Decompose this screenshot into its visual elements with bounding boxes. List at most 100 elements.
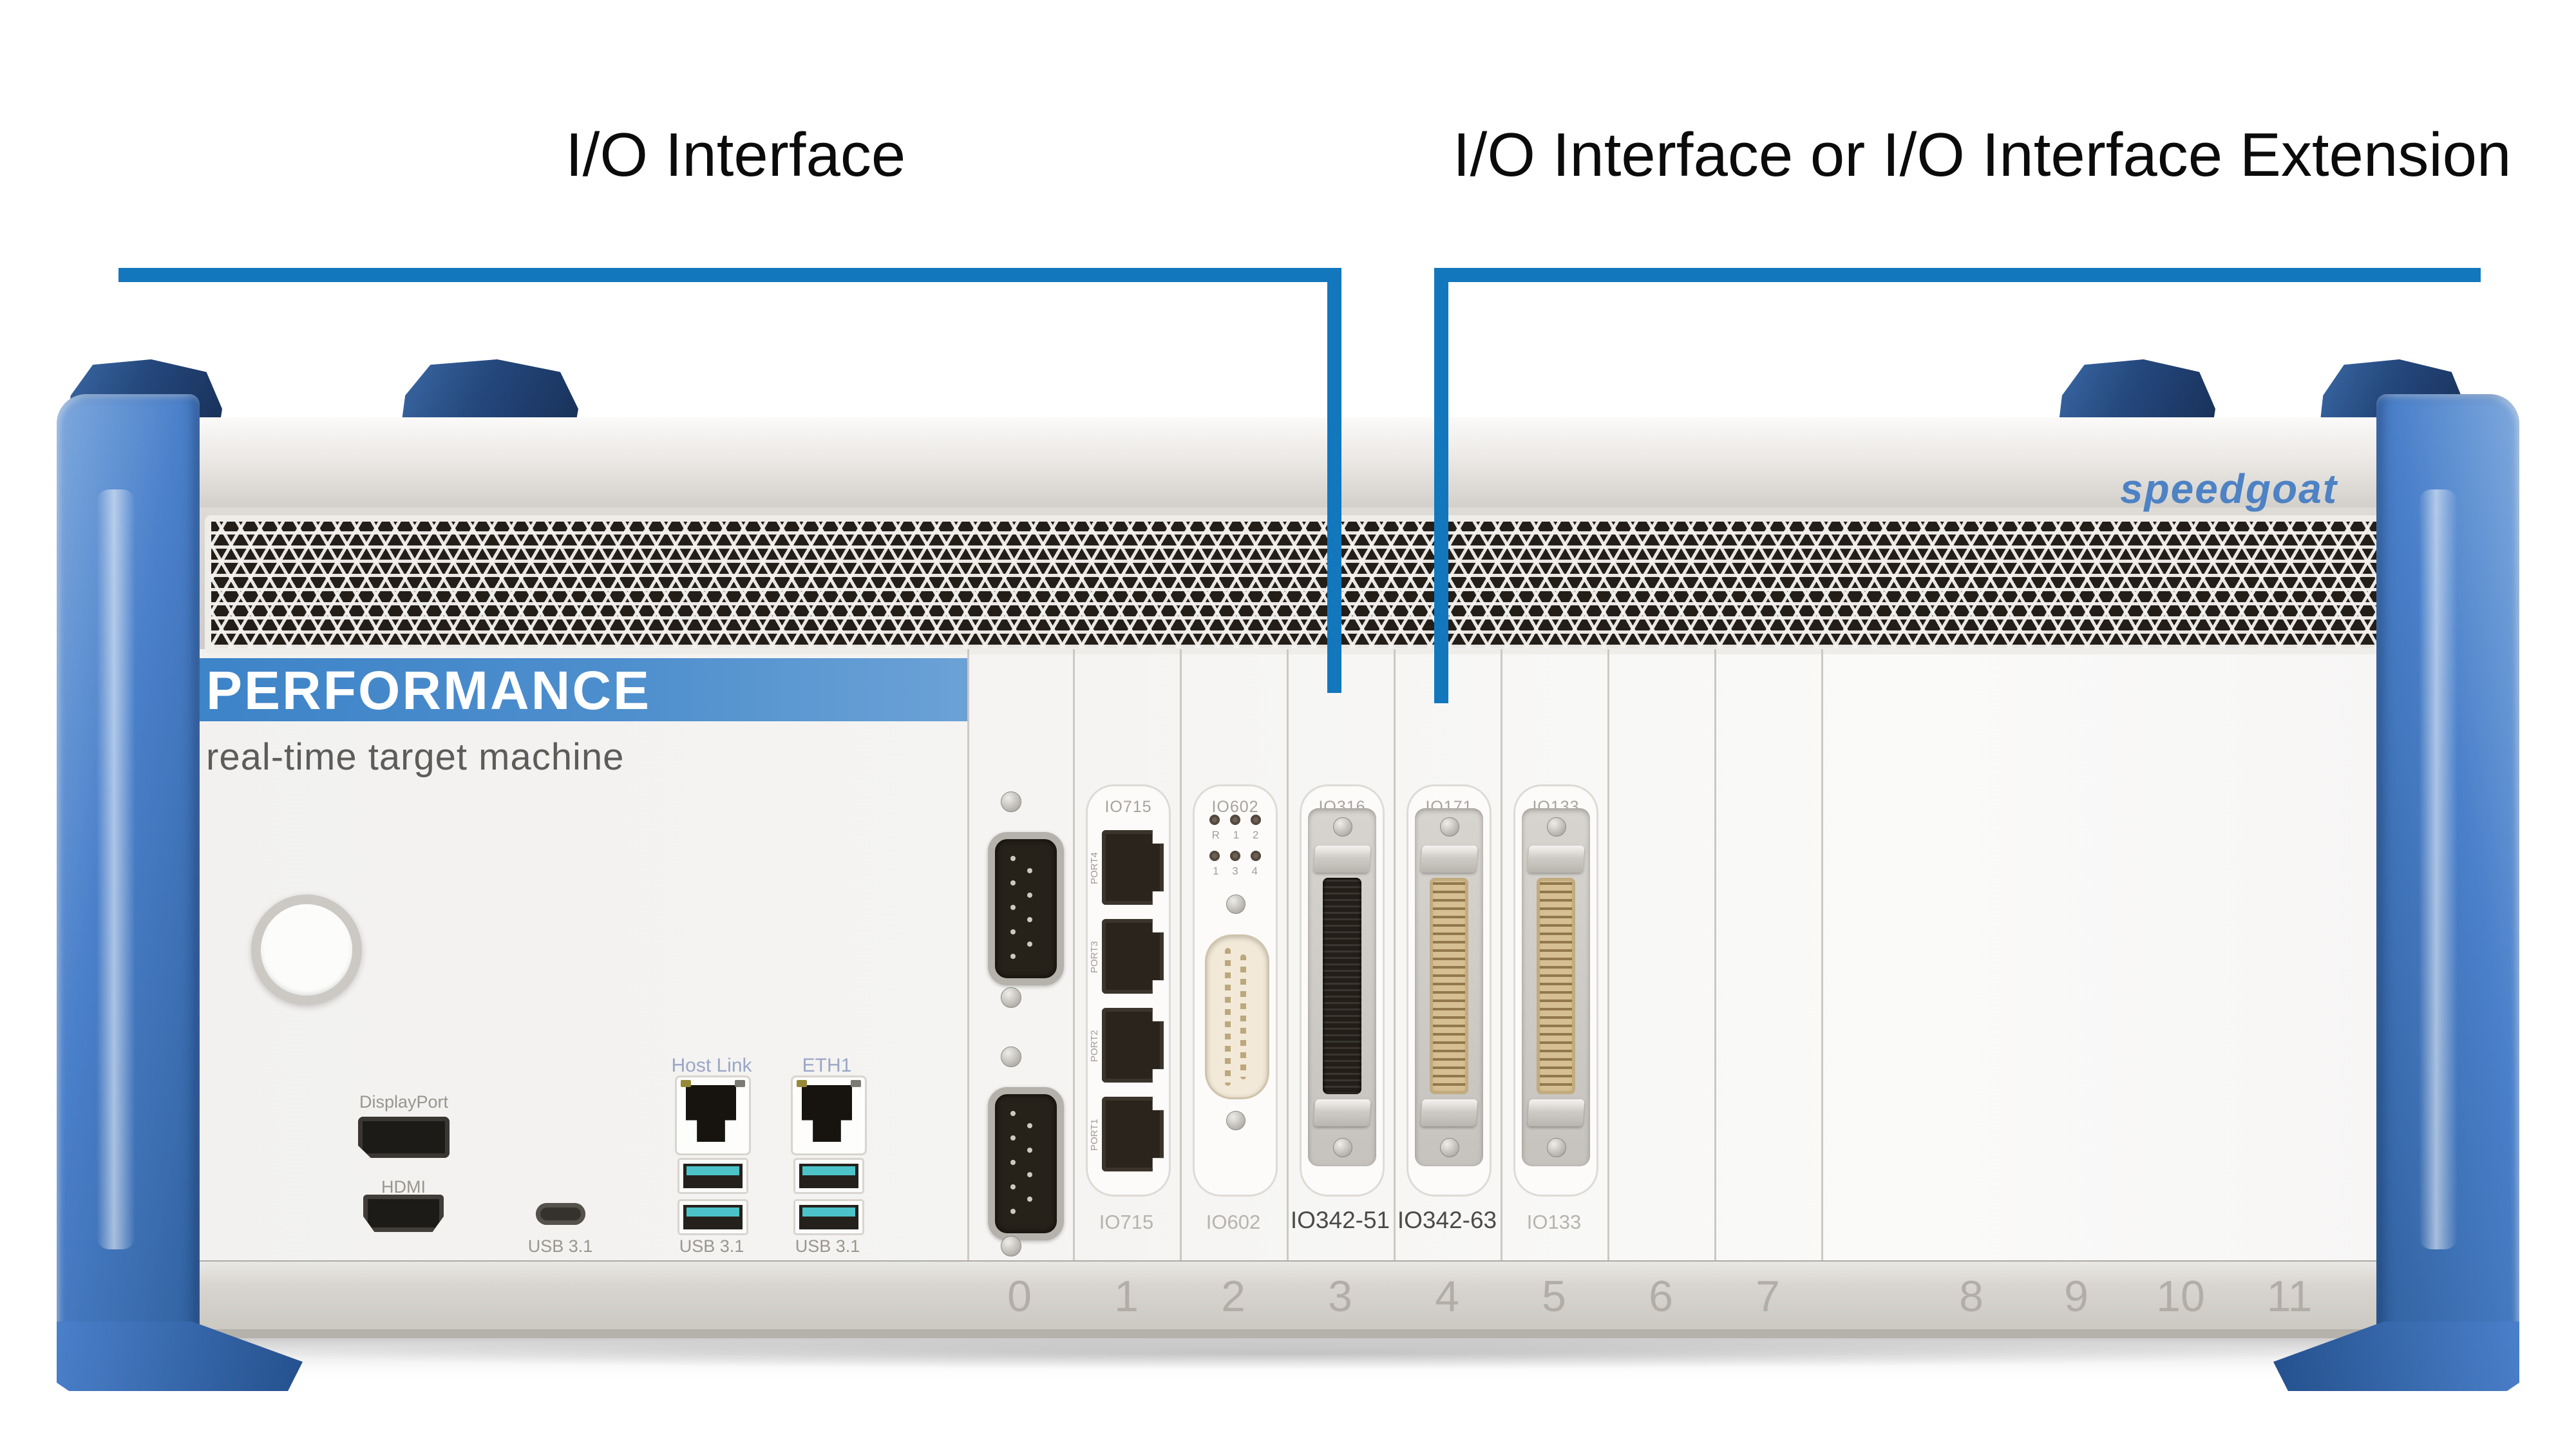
callout-line-left-horizontal (118, 268, 1341, 282)
io-card-slot5: IO133 (1513, 784, 1598, 1197)
latch-clip-icon (1313, 846, 1371, 873)
usb-a-port-icon (677, 1199, 748, 1235)
usb31-left-label: USB 3.1 (679, 1236, 744, 1256)
io715-port-icon (1102, 919, 1164, 994)
slot-divider (1073, 649, 1075, 1260)
slot-number-rail (173, 1260, 2403, 1331)
hdmi-label: HDMI (381, 1177, 426, 1197)
io715-port-icon (1102, 830, 1164, 905)
slot-divider (967, 649, 969, 1260)
displayport-connector-icon (358, 1117, 450, 1158)
connector-bezel (1308, 808, 1376, 1166)
card-bottom-label-io342-63: IO342-63 (1397, 1207, 1497, 1233)
latch-clip-icon (1527, 846, 1585, 873)
latch-clip-icon (1420, 846, 1478, 873)
card-bottom-label-io133: IO133 (1526, 1211, 1582, 1233)
pin-connector-icon (1537, 878, 1575, 1094)
connector-bezel (1415, 808, 1483, 1166)
latch-clip-icon (1313, 1099, 1371, 1126)
screw-icon (1001, 987, 1021, 1008)
eth1-label: ETH1 (802, 1055, 852, 1076)
slot-number-1: 1 (1114, 1272, 1139, 1321)
io-card-slot3: IO316 (1300, 784, 1385, 1197)
realtime-subtitle: real-time target machine (206, 736, 625, 778)
io-card-slot1: IO715 PORT4 PORT3 PORT2 PORT1 (1086, 784, 1171, 1197)
scsi-connector-icon (1323, 878, 1361, 1094)
led-indicator-icon (1230, 815, 1240, 825)
floor-shadow (270, 1338, 2306, 1369)
card-bottom-label-io715: IO715 (1099, 1211, 1154, 1233)
slot-divider (1394, 649, 1396, 1260)
led-row2-labels: 1 3 4 (1213, 865, 1258, 877)
speedgoat-logo: speedgoat (2119, 466, 2338, 512)
eth1-rj45-port-icon (791, 1075, 867, 1155)
host-link-label: Host Link (671, 1055, 752, 1076)
connector-bezel (1522, 808, 1590, 1166)
slot-number-8: 8 (1959, 1272, 1984, 1321)
card-top-label: IO715 (1104, 798, 1152, 816)
card-bottom-label-io602: IO602 (1206, 1211, 1261, 1233)
led-indicator-icon (1209, 815, 1220, 825)
performance-title: PERFORMANCE (206, 660, 652, 721)
led-indicator-icon (1251, 815, 1261, 825)
host-link-rj45-port-icon (675, 1075, 751, 1155)
led-indicator-icon (1209, 851, 1220, 861)
slot-number-4: 4 (1435, 1272, 1459, 1321)
pin-connector-icon (1430, 878, 1468, 1094)
io-card-slot4: IO171 (1406, 784, 1492, 1197)
performance-banner (173, 658, 967, 721)
callout-line-right-vertical (1434, 268, 1448, 703)
screw-icon (1547, 1138, 1566, 1157)
hdmi-connector-icon (363, 1195, 444, 1232)
slot-number-6: 6 (1649, 1272, 1673, 1321)
screw-icon (1333, 1138, 1352, 1157)
label-io-interface-extension: I/O Interface or I/O Interface Extension (1453, 120, 2512, 189)
latch-clip-icon (1527, 1099, 1585, 1126)
power-button (251, 895, 362, 1005)
screw-icon (1440, 1138, 1459, 1157)
latch-clip-icon (1420, 1099, 1478, 1126)
serial-db9-port-icon (988, 832, 1064, 985)
usb-c-label: USB 3.1 (527, 1236, 593, 1256)
slot-number-10: 10 (2156, 1272, 2205, 1321)
slot-divider (1714, 649, 1716, 1260)
label-io-interface: I/O Interface (565, 120, 906, 189)
slot-number-9: 9 (2064, 1272, 2088, 1321)
chassis-top-strip (173, 417, 2403, 509)
slot-divider (1287, 649, 1289, 1260)
usb31-right-label: USB 3.1 (795, 1236, 860, 1256)
displayport-label: DisplayPort (359, 1092, 449, 1112)
screw-icon (1001, 1236, 1021, 1256)
slot-divider (1180, 649, 1182, 1260)
chassis-bottom-lip (173, 1329, 2403, 1338)
screw-icon (1001, 791, 1021, 812)
card-top-label: IO602 (1211, 798, 1259, 816)
db25-connector-icon (1205, 934, 1269, 1099)
callout-line-left-vertical (1327, 268, 1341, 693)
port1-label: PORT1 (1089, 1119, 1100, 1151)
screw-icon (1333, 817, 1352, 837)
slot-number-5: 5 (1542, 1272, 1566, 1321)
led-row1-labels: R 1 2 (1211, 829, 1259, 841)
slot-divider (1821, 649, 1823, 1260)
usb-a-port-icon (793, 1199, 864, 1235)
slot-number-11: 11 (2266, 1272, 2313, 1321)
led-indicator-icon (1251, 851, 1261, 861)
led-indicator-icon (1230, 851, 1240, 861)
slot-divider (1607, 649, 1609, 1260)
screw-icon (1547, 817, 1566, 837)
usb-c-port-icon (536, 1203, 585, 1225)
port4-label: PORT4 (1089, 852, 1100, 884)
serial-db9-port-icon (988, 1087, 1064, 1240)
screw-icon (1226, 895, 1245, 914)
port2-label: PORT2 (1089, 1030, 1100, 1062)
vent-grille (205, 515, 2384, 654)
bumper-right-sheen (2419, 489, 2458, 1249)
slot-divider (1501, 649, 1502, 1260)
slot-number-3: 3 (1328, 1272, 1352, 1321)
port3-label: PORT3 (1089, 941, 1100, 973)
screw-icon (1440, 817, 1459, 837)
io715-port-icon (1102, 1008, 1164, 1083)
slot-number-2: 2 (1221, 1272, 1245, 1321)
